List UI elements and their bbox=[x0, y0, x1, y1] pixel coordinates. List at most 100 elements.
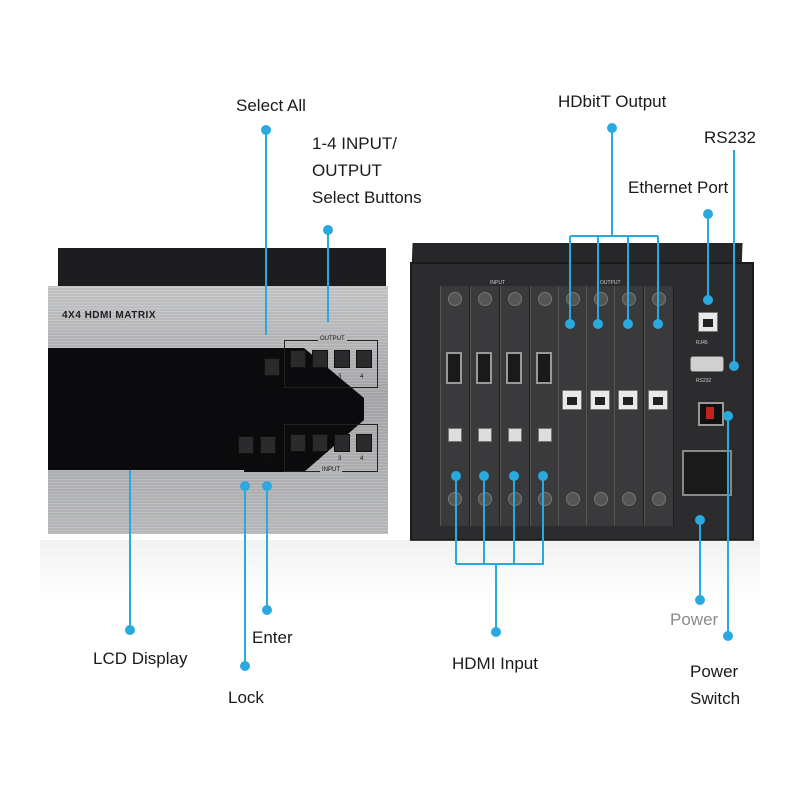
hdbitt-leader-3 bbox=[627, 236, 629, 324]
hdbitt-dot-3 bbox=[623, 319, 633, 329]
power-switch-dot bbox=[723, 631, 733, 641]
output-button-3[interactable] bbox=[334, 350, 350, 368]
hdmi-leader-1 bbox=[455, 476, 457, 564]
lcd-display bbox=[48, 348, 248, 470]
screw-icon bbox=[622, 292, 636, 306]
hdmi-input-port-2[interactable] bbox=[476, 352, 492, 384]
hdbitt-output-port-2[interactable] bbox=[590, 390, 610, 410]
screw-icon bbox=[566, 492, 580, 506]
output-number-2: 2 bbox=[316, 374, 320, 380]
enter-dot bbox=[262, 605, 272, 615]
ethernet-port[interactable] bbox=[698, 312, 718, 332]
hdbitt-dot-1 bbox=[565, 319, 575, 329]
select-all-dot bbox=[261, 125, 271, 135]
select-all-leader bbox=[265, 130, 267, 335]
hdbitt-dot-4 bbox=[653, 319, 663, 329]
lcd-dot bbox=[125, 625, 135, 635]
power-leader bbox=[699, 520, 701, 600]
screw-icon bbox=[594, 492, 608, 506]
callout-power: Power bbox=[670, 610, 719, 629]
input-group-label: INPUT bbox=[320, 467, 342, 473]
rs232-leader bbox=[733, 150, 735, 366]
callout-rs232: RS232 bbox=[704, 128, 756, 147]
io-buttons-leader bbox=[327, 230, 329, 322]
input-number-2: 2 bbox=[316, 456, 320, 462]
hdmi-leader-3 bbox=[513, 476, 515, 564]
ir-port-2[interactable] bbox=[478, 428, 492, 442]
input-button-2[interactable] bbox=[312, 434, 328, 452]
lock-dot-top bbox=[240, 481, 250, 491]
lock-label: LOCK bbox=[236, 460, 253, 466]
hdmi-input-port-1[interactable] bbox=[446, 352, 462, 384]
ir-port-1[interactable] bbox=[448, 428, 462, 442]
callout-hdbitt-output: HDbitT Output bbox=[558, 92, 667, 111]
input-number-4: 4 bbox=[360, 456, 364, 462]
power-socket[interactable] bbox=[682, 450, 732, 496]
enter-button[interactable] bbox=[260, 436, 276, 454]
hdbitt-output-port-3[interactable] bbox=[618, 390, 638, 410]
hdbitt-dot-top bbox=[607, 123, 617, 133]
front-unit-top bbox=[58, 248, 386, 286]
hdbitt-output-port-4[interactable] bbox=[648, 390, 668, 410]
rs232-dot bbox=[729, 361, 739, 371]
back-output-label: OUTPUT bbox=[600, 280, 621, 286]
hdmi-leader-2 bbox=[483, 476, 485, 564]
callout-io-buttons: 1-4 INPUT/ OUTPUT Select Buttons bbox=[312, 134, 422, 207]
screw-icon bbox=[652, 492, 666, 506]
back-input-label: INPUT bbox=[490, 280, 505, 286]
ethernet-dot-top bbox=[703, 209, 713, 219]
callout-lcd-display: LCD Display bbox=[93, 649, 188, 668]
input-number-3: 3 bbox=[338, 456, 342, 462]
select-all-button[interactable] bbox=[264, 358, 280, 376]
callout-power-switch: Power Switch bbox=[690, 662, 741, 708]
input-button-3[interactable] bbox=[334, 434, 350, 452]
power-switch-dot-top bbox=[723, 411, 733, 421]
hdbitt-dot-2 bbox=[593, 319, 603, 329]
screw-icon bbox=[478, 492, 492, 506]
hdbitt-leader-1 bbox=[569, 236, 571, 324]
screw-icon bbox=[478, 292, 492, 306]
input-card-2 bbox=[470, 286, 500, 526]
rj45-label: RJ45 bbox=[696, 340, 708, 346]
output-button-4[interactable] bbox=[356, 350, 372, 368]
input-card-4 bbox=[530, 286, 560, 526]
hdmi-input-port-4[interactable] bbox=[536, 352, 552, 384]
hdmi-dot-2 bbox=[479, 471, 489, 481]
ir-port-4[interactable] bbox=[538, 428, 552, 442]
hdmi-input-port-3[interactable] bbox=[506, 352, 522, 384]
lock-button[interactable] bbox=[238, 436, 254, 454]
hdbitt-leader-4 bbox=[657, 236, 659, 324]
enter-leader bbox=[266, 486, 268, 610]
output-number-4: 4 bbox=[360, 374, 364, 380]
input-button-1[interactable] bbox=[290, 434, 306, 452]
rs232-port[interactable] bbox=[690, 356, 724, 372]
screw-icon bbox=[538, 492, 552, 506]
input-card-3 bbox=[500, 286, 530, 526]
hdbitt-output-port-1[interactable] bbox=[562, 390, 582, 410]
power-dot-top bbox=[695, 515, 705, 525]
callout-ethernet: Ethernet Port bbox=[628, 178, 729, 197]
power-switch[interactable] bbox=[698, 402, 724, 426]
hdmi-dot-3 bbox=[509, 471, 519, 481]
output-button-2[interactable] bbox=[312, 350, 328, 368]
output-button-1[interactable] bbox=[290, 350, 306, 368]
hdbitt-leader-bar bbox=[570, 235, 658, 237]
screw-icon bbox=[652, 292, 666, 306]
front-panel: 4X4 HDMI MATRIX ALL OUTPUT 1 2 3 4 LOCK … bbox=[48, 286, 388, 534]
hdmi-leader-main bbox=[495, 564, 497, 632]
callout-hdmi-input: HDMI Input bbox=[452, 654, 538, 673]
floor-reflection bbox=[40, 540, 760, 600]
output-group-label: OUTPUT bbox=[318, 336, 347, 342]
screw-icon bbox=[622, 492, 636, 506]
screw-icon bbox=[508, 492, 522, 506]
hdmi-leader-bar bbox=[456, 563, 544, 565]
callout-select-all: Select All bbox=[236, 96, 306, 115]
input-button-4[interactable] bbox=[356, 434, 372, 452]
ir-port-3[interactable] bbox=[508, 428, 522, 442]
hdbitt-leader-2 bbox=[597, 236, 599, 324]
rs232-label: RS232 bbox=[696, 378, 712, 384]
hdmi-leader-4 bbox=[542, 476, 544, 564]
lcd-leader bbox=[129, 452, 131, 630]
front-logo: 4X4 HDMI MATRIX bbox=[62, 310, 156, 321]
screw-icon bbox=[538, 292, 552, 306]
